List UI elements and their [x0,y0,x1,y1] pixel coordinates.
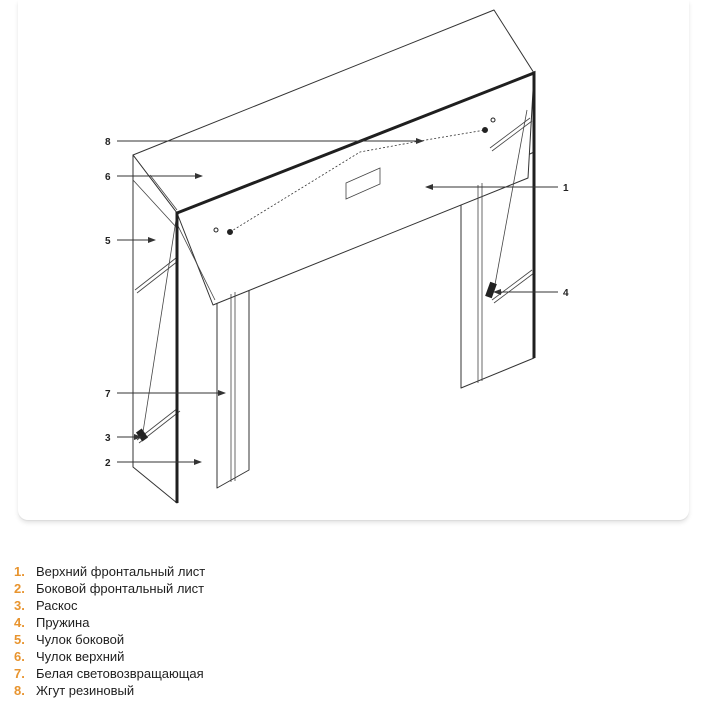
callout-labels: 8 6 1 5 4 7 3 2 [105,137,569,469]
legend-item-2: 2. Боковой фронтальный лист [14,580,205,597]
left-side-face [132,154,178,504]
legend-item-1: 1. Верхний фронтальный лист [14,563,205,580]
shelter-structure [132,9,535,504]
callout-7-label: 7 [105,389,111,400]
legend-number: 1. [14,564,25,579]
legend-number: 6. [14,649,25,664]
callout-6-label: 6 [105,172,111,183]
legend-number: 5. [14,632,25,647]
legend-item-8: 8. Жгут резиновый [14,682,205,699]
legend-text: Боковой фронтальный лист [36,581,205,596]
callout-4-label: 4 [563,288,569,299]
legend-item-5: 5. Чулок боковой [14,631,205,648]
legend-text: Чулок боковой [36,632,125,647]
callout-8-label: 8 [105,137,111,148]
legend-text: Белая световозвращающая [36,666,204,681]
callout-leaders [117,138,558,465]
legend-item-3: 3. Раскос [14,597,205,614]
legend-number: 4. [14,615,25,630]
legend-text: Чулок верхний [36,649,125,664]
callout-2-label: 2 [105,458,111,469]
legend-text: Верхний фронтальный лист [36,564,206,579]
callout-1-label: 1 [563,183,569,194]
legend-text: Раскос [36,598,78,613]
hardware-points [135,117,497,442]
callout-3-label: 3 [105,433,111,444]
legend-text: Жгут резиновый [36,683,135,698]
legend-item-4: 4. Пружина [14,614,205,631]
frame-edges [175,70,536,503]
legend-number: 3. [14,598,25,613]
parts-legend: 1. Верхний фронтальный лист 2. Боковой фро… [14,563,205,699]
left-pillar-inner [216,281,250,489]
legend-item-6: 6. Чулок верхний [14,648,205,665]
legend-number: 2. [14,581,25,596]
legend-number: 7. [14,666,25,681]
dock-shelter-diagram: 8 6 1 5 4 7 3 2 [105,9,569,504]
callout-5-label: 5 [105,236,111,247]
legend-text: Пружина [36,615,90,630]
legend-number: 8. [14,683,25,698]
legend-item-7: 7. Белая световозвращающая [14,665,205,682]
